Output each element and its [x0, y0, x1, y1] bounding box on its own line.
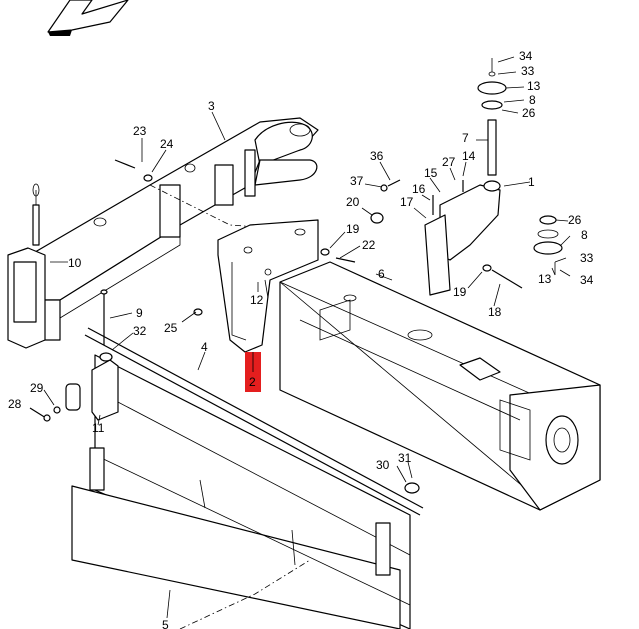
hardware-small — [114, 159, 523, 494]
callout-32: 32 — [133, 324, 147, 338]
callout-25: 25 — [164, 321, 178, 335]
callout-19-lower: 19 — [453, 285, 467, 299]
callout-1: 1 — [528, 175, 535, 189]
callout-6: 6 — [378, 267, 385, 281]
bolt-28 — [29, 407, 51, 422]
callout-8-top: 8 — [529, 93, 536, 107]
callout-14: 14 — [462, 149, 476, 163]
vertical-bracket-11 — [91, 352, 119, 421]
clamp-29 — [53, 383, 81, 414]
callout-27: 27 — [442, 155, 456, 169]
callout-26-right: 26 — [568, 213, 582, 227]
callout-34-right: 34 — [580, 273, 594, 287]
callout-28: 28 — [8, 397, 22, 411]
callout-24: 24 — [160, 137, 174, 151]
callout-20: 20 — [346, 195, 360, 209]
pin-assembly-top — [477, 58, 507, 176]
callout-19-upper: 19 — [346, 222, 360, 236]
long-rod — [84, 327, 424, 516]
callout-2-highlighted: 2 — [249, 375, 256, 389]
callout-7: 7 — [462, 131, 469, 145]
callout-37: 37 — [350, 174, 364, 188]
callout-12: 12 — [250, 293, 264, 307]
callout-33-right: 33 — [580, 251, 594, 265]
callout-labels: 34 33 13 8 26 3 7 23 24 36 15 27 14 1 37… — [8, 49, 594, 629]
callout-13-top: 13 — [527, 79, 541, 93]
direction-arrow-icon — [47, 0, 129, 36]
callout-33-top: 33 — [521, 64, 535, 78]
callout-34-top: 34 — [519, 49, 533, 63]
callout-36: 36 — [370, 149, 384, 163]
side-plate — [217, 219, 319, 353]
callout-11: 11 — [92, 421, 105, 435]
callout-5: 5 — [162, 618, 169, 629]
callout-22: 22 — [362, 238, 376, 252]
left-bracket — [7, 183, 46, 349]
callout-13-right: 13 — [538, 272, 552, 286]
right-support-bracket — [424, 180, 501, 296]
callout-8-right: 8 — [581, 228, 588, 242]
long-bolt — [100, 289, 108, 345]
callout-10: 10 — [68, 256, 82, 270]
callout-17: 17 — [400, 195, 414, 209]
callout-15: 15 — [424, 166, 438, 180]
callout-16: 16 — [412, 182, 426, 196]
callout-18: 18 — [488, 305, 502, 319]
callout-3: 3 — [208, 99, 215, 113]
mount-stack-right — [533, 215, 563, 275]
callout-26-top: 26 — [522, 106, 536, 120]
callout-30: 30 — [376, 458, 390, 472]
main-frame-housing — [279, 261, 601, 511]
leader-lines — [43, 56, 571, 619]
callout-29: 29 — [30, 381, 44, 395]
callout-9: 9 — [136, 306, 143, 320]
callout-4: 4 — [201, 340, 208, 354]
callout-23: 23 — [133, 124, 147, 138]
lower-panel — [71, 354, 411, 629]
callout-31: 31 — [398, 451, 412, 465]
